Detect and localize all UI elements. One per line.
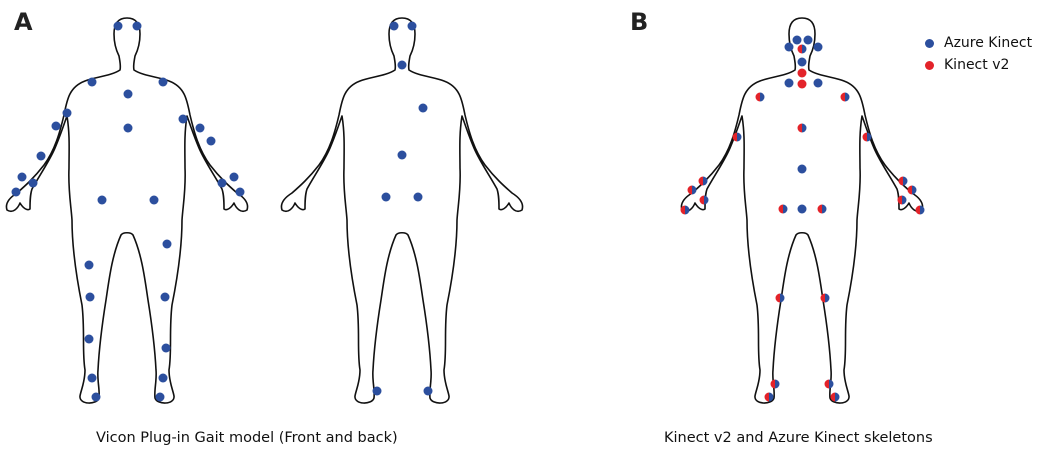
marker — [408, 22, 417, 31]
vicon-back-figure — [281, 18, 522, 403]
marker — [159, 374, 168, 383]
marker — [236, 188, 245, 197]
joint-both — [898, 196, 907, 205]
joint — [798, 165, 807, 174]
marker — [124, 90, 133, 99]
marker — [133, 22, 142, 31]
marker — [12, 188, 21, 197]
joint-both — [825, 380, 834, 389]
marker — [156, 393, 165, 402]
legend: Azure Kinect Kinect v2 — [925, 32, 1032, 76]
joint-both — [863, 133, 872, 142]
joint-both — [756, 93, 765, 102]
legend-swatch-kinect-v2 — [925, 61, 934, 70]
marker — [88, 374, 97, 383]
marker — [85, 261, 94, 270]
caption-left: Vicon Plug-in Gait model (Front and back… — [96, 430, 398, 446]
joint-both — [779, 205, 788, 214]
marker — [150, 196, 159, 205]
joint-both — [821, 294, 830, 303]
joint — [785, 79, 794, 88]
marker — [52, 122, 61, 131]
joint-both — [818, 205, 827, 214]
legend-label-azure: Azure Kinect — [944, 35, 1032, 51]
marker — [86, 293, 95, 302]
joint-both — [699, 177, 708, 186]
marker — [161, 293, 170, 302]
marker — [419, 104, 428, 113]
joint-both — [831, 393, 840, 402]
marker — [98, 196, 107, 205]
marker — [424, 387, 433, 396]
marker — [159, 78, 168, 87]
marker — [92, 393, 101, 402]
legend-label-kinect-v2: Kinect v2 — [944, 57, 1009, 73]
joint-both — [908, 186, 917, 195]
joint-both — [765, 393, 774, 402]
joint — [798, 58, 807, 67]
marker — [162, 344, 171, 353]
legend-swatch-azure — [925, 39, 934, 48]
joint — [785, 43, 794, 52]
legend-item-kinect-v2: Kinect v2 — [925, 54, 1032, 76]
marker — [218, 179, 227, 188]
joint — [793, 36, 802, 45]
joint — [814, 79, 823, 88]
joint-both — [681, 206, 690, 215]
vicon-front-figure — [6, 18, 247, 403]
marker — [124, 124, 133, 133]
marker — [373, 387, 382, 396]
marker — [114, 22, 123, 31]
joint-both — [841, 93, 850, 102]
joint — [798, 80, 807, 89]
marker — [207, 137, 216, 146]
marker — [29, 179, 38, 188]
marker — [85, 335, 94, 344]
marker — [414, 193, 423, 202]
joint-both — [899, 177, 908, 186]
caption-right: Kinect v2 and Azure Kinect skeletons — [664, 430, 933, 446]
legend-item-azure: Azure Kinect — [925, 32, 1032, 54]
joint-both — [700, 196, 709, 205]
marker — [88, 78, 97, 87]
joint-both — [916, 206, 925, 215]
joint-both — [733, 133, 742, 142]
marker — [37, 152, 46, 161]
joint — [798, 205, 807, 214]
joint-both — [798, 45, 807, 54]
marker — [398, 61, 407, 70]
joint-both — [798, 124, 807, 133]
marker — [179, 115, 188, 124]
joint-both — [776, 294, 785, 303]
marker — [163, 240, 172, 249]
marker — [18, 173, 27, 182]
marker — [390, 22, 399, 31]
marker — [63, 109, 72, 118]
marker — [382, 193, 391, 202]
marker — [196, 124, 205, 133]
joint-both — [688, 186, 697, 195]
marker — [398, 151, 407, 160]
joint — [804, 36, 813, 45]
marker — [230, 173, 239, 182]
joint-both — [771, 380, 780, 389]
joint — [798, 69, 807, 78]
joint — [814, 43, 823, 52]
